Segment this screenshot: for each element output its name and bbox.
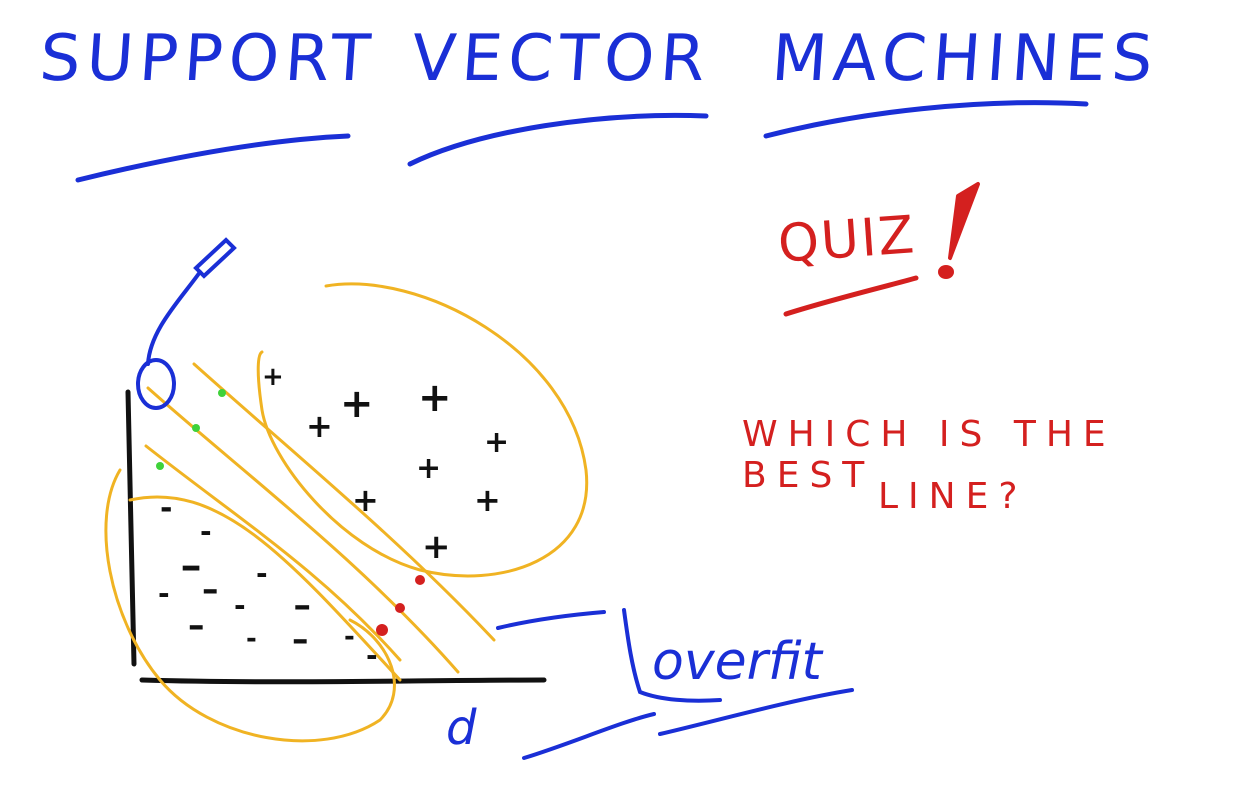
- positive-point: +: [306, 407, 333, 445]
- positive-point: +: [422, 527, 451, 567]
- quiz-exclamation-dot: [938, 265, 954, 279]
- positive-point: +: [262, 362, 284, 392]
- support-points-green: [156, 389, 226, 470]
- question-line-1: WHICH IS THE BEST: [742, 414, 1116, 496]
- question-line-2: LINE?: [878, 476, 1028, 517]
- negative-point: -: [201, 573, 219, 608]
- negative-point: -: [344, 622, 355, 652]
- negative-point: -: [187, 609, 205, 644]
- positive-point: +: [352, 481, 379, 519]
- positive-point: +: [418, 375, 452, 421]
- negative-point: -: [158, 577, 170, 610]
- title-underline-machines: [763, 100, 1089, 139]
- overfit-pointer-line: [496, 610, 606, 630]
- negative-point: -: [234, 589, 246, 622]
- d-pointer-line: [522, 712, 656, 760]
- overfit-underline: [658, 688, 854, 736]
- negative-point: -: [246, 624, 257, 654]
- marker-pen-icon: [136, 237, 237, 410]
- negative-point: -: [291, 623, 309, 658]
- quiz-underline: [783, 275, 919, 317]
- negative-point: -: [292, 589, 312, 624]
- negative-point: -: [179, 547, 203, 587]
- orange-line-2: [144, 444, 402, 662]
- orange-line-4: [128, 495, 402, 682]
- orange-line-1: [146, 386, 460, 674]
- overfit-label: overfit: [652, 632, 822, 692]
- positive-point: +: [484, 425, 510, 460]
- negative-point: -: [160, 491, 173, 526]
- title-underline-support: [75, 133, 351, 183]
- orange-line-3: [192, 362, 496, 642]
- orange-ellipse-negative: [104, 468, 396, 743]
- positive-point: +: [340, 381, 374, 427]
- support-points-red: [376, 575, 425, 636]
- negative-point: -: [366, 639, 378, 672]
- negative-point: -: [200, 515, 212, 548]
- y-axis: [125, 389, 137, 667]
- x-axis: [139, 677, 547, 685]
- orange-ellipse-positive: [256, 282, 589, 578]
- overfit-bracket: [622, 608, 722, 703]
- positive-point: +: [474, 481, 501, 519]
- title-underline-vector: [407, 112, 709, 167]
- quiz-exclamation-stroke: [948, 182, 980, 260]
- negative-point: -: [256, 557, 268, 590]
- positive-point: +: [416, 451, 442, 486]
- d-label: d: [446, 700, 477, 756]
